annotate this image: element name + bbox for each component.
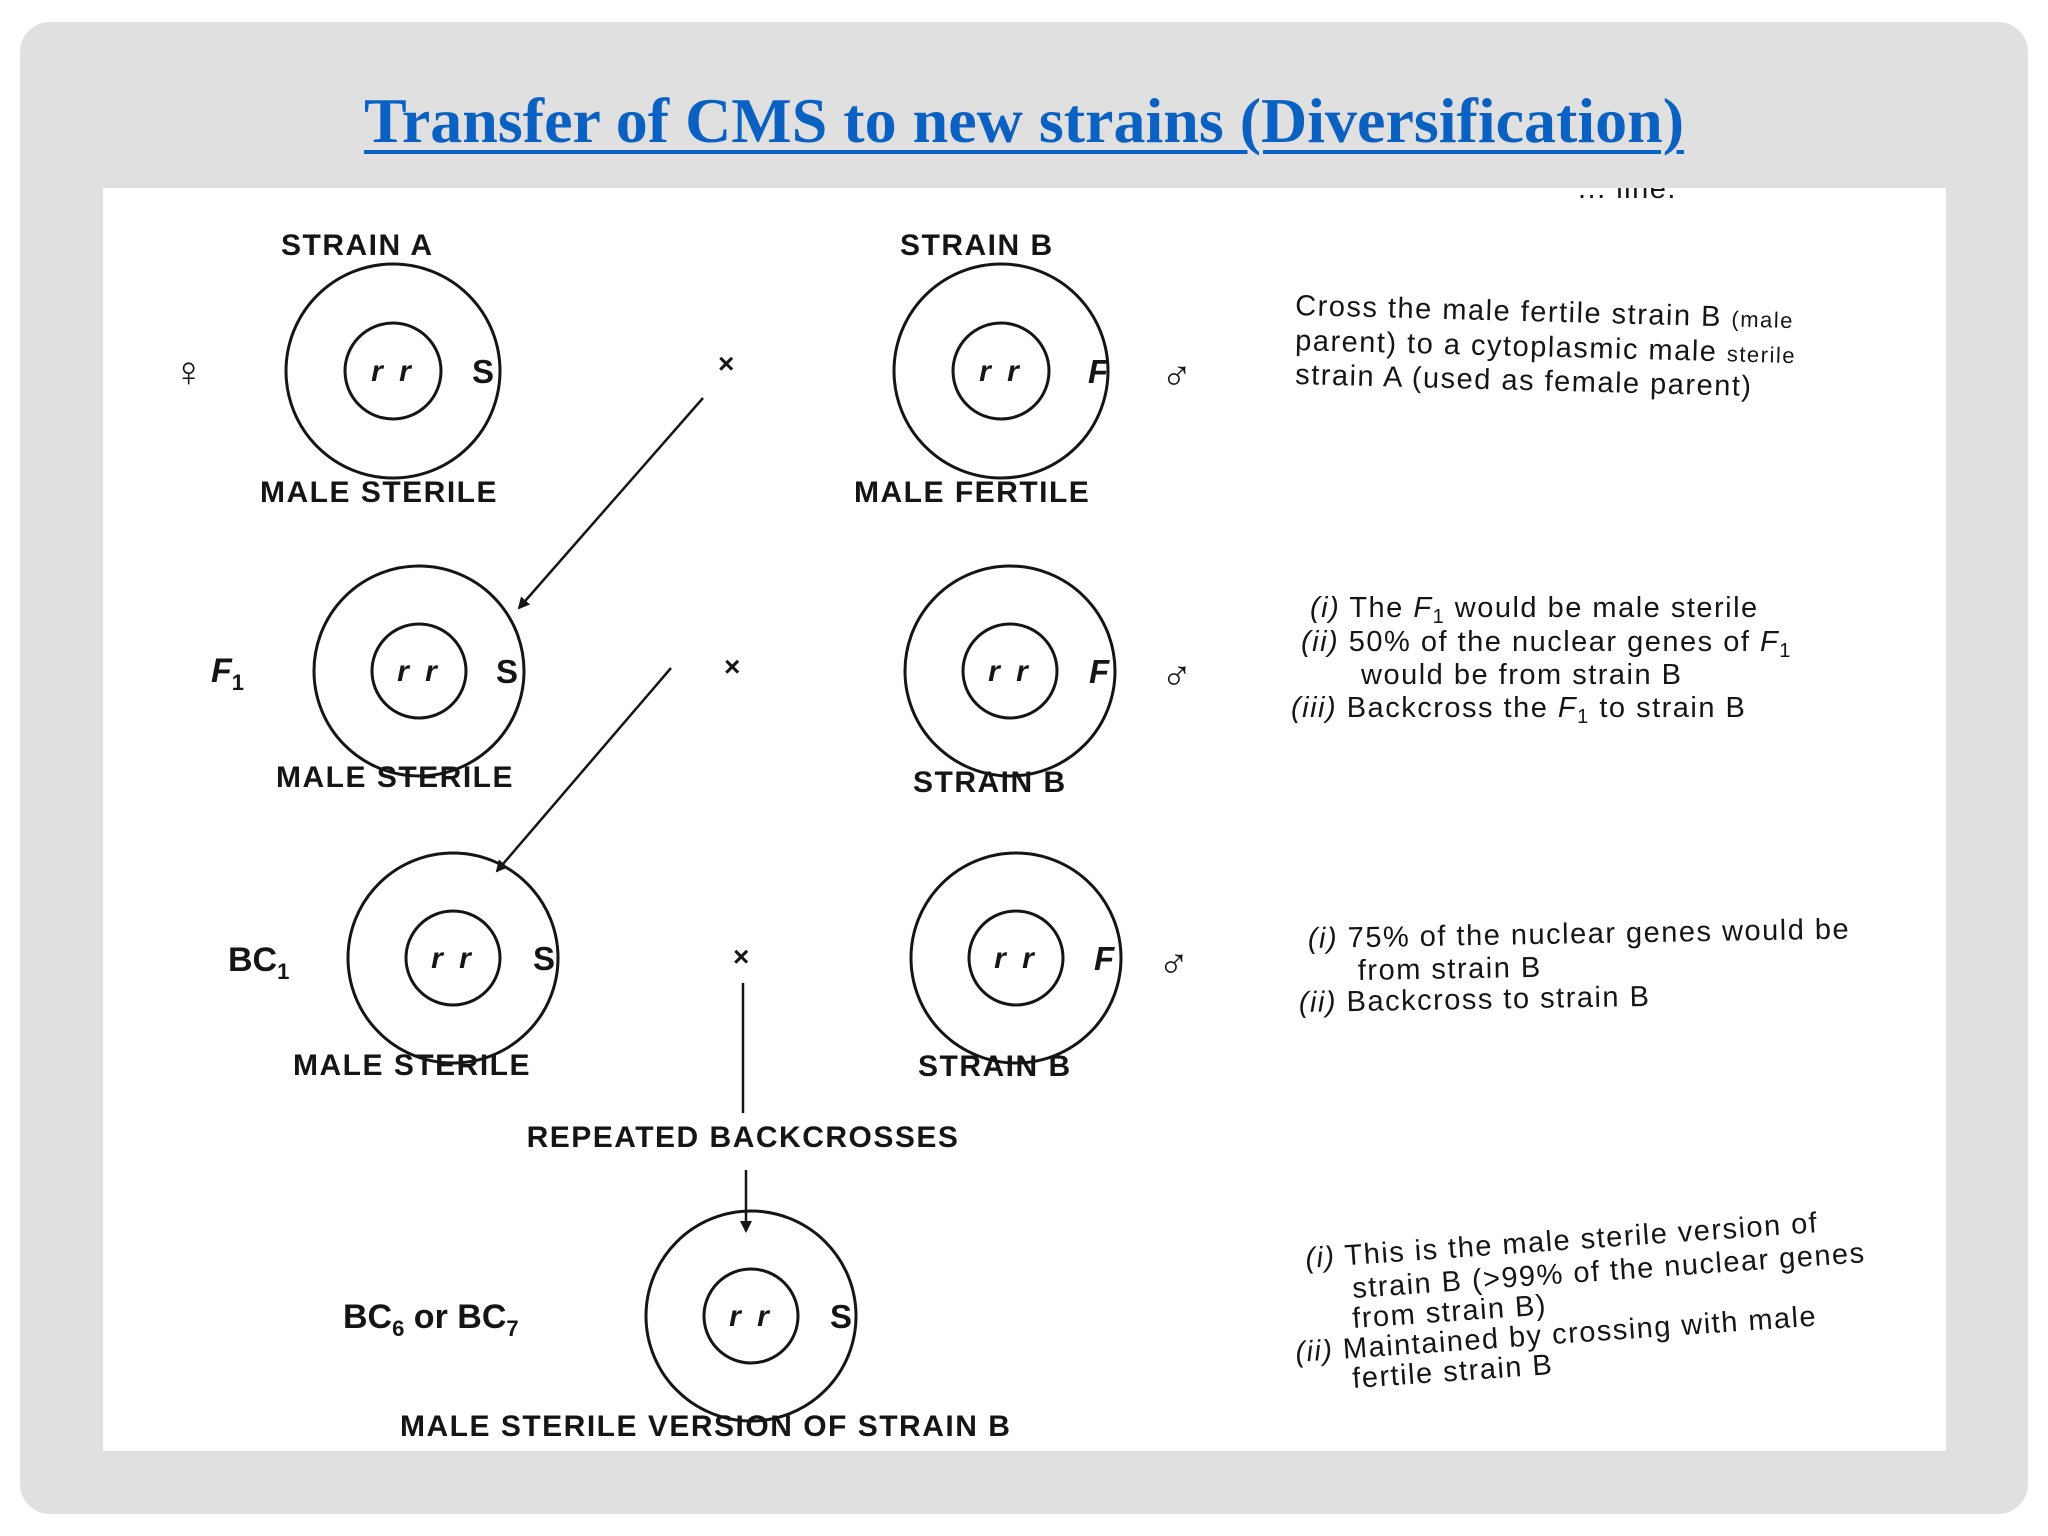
bc1-strain-b-cytoplasm: F: [1094, 940, 1115, 977]
female-symbol-icon: ♀: [173, 348, 205, 395]
row3-note-i-cont: from strain B: [1358, 952, 1542, 987]
bc1-nuclear-genotype: r r: [431, 942, 475, 975]
strain-a-caption: MALE STERILE: [260, 476, 498, 509]
strain-b-nuclear-genotype: r r: [979, 355, 1023, 388]
cross-symbol-2: ×: [724, 651, 740, 682]
final-cell: [644, 1209, 858, 1423]
f1-generation-label: F1: [211, 652, 244, 695]
f1-nuclear-genotype: r r: [397, 655, 441, 688]
f1-strain-b-nuclear-genotype: r r: [988, 655, 1032, 688]
final-cytoplasm: S: [830, 1298, 852, 1335]
bc6-bc7-generation-label: BC6 or BC7: [343, 1298, 519, 1341]
male-symbol-icon: ♂: [1161, 652, 1193, 699]
top-fragment: ... line.: [1578, 188, 1677, 205]
f1-nucleus: [370, 622, 468, 720]
final-nucleus: [702, 1267, 800, 1365]
strain-a-cytoplasm: S: [472, 353, 494, 390]
strain-a-heading: STRAIN A: [281, 229, 434, 262]
row2-note-ii-cont: would be from strain B: [1360, 659, 1683, 691]
strain-a-cell: [284, 262, 502, 480]
strain-b-cytoplasm: F: [1088, 353, 1109, 390]
row2-note-i: (i) The F1 would be male sterile: [1310, 592, 1759, 628]
bc1-strain-b-cell: [909, 851, 1123, 1065]
f1-strain-b-cell: [903, 564, 1117, 778]
cross-arrow-2: [495, 667, 672, 873]
row3-note-ii: (ii) Backcross to strain B: [1299, 981, 1651, 1019]
f1-strain-b-caption: STRAIN B: [913, 766, 1067, 799]
strain-b-caption: MALE FERTILE: [854, 476, 1090, 509]
cms-transfer-diagram: ... line. STRAIN A ♀ r r S MALE STERILE …: [173, 188, 1867, 1443]
row3-note-i: (i) 75% of the nuclear genes would be: [1308, 914, 1851, 955]
cross-arrow-1: [517, 397, 704, 610]
male-symbol-icon: ♂: [1161, 352, 1193, 399]
strain-a-nucleus: [343, 321, 443, 421]
final-nuclear-genotype: r r: [729, 1300, 773, 1333]
bc1-cytoplasm: S: [533, 940, 555, 977]
repeated-backcrosses-label: REPEATED BACKCROSSES: [527, 1121, 960, 1154]
cross-symbol-1: ×: [718, 348, 734, 379]
f1-caption: MALE STERILE: [276, 761, 514, 794]
final-caption: MALE STERILE VERSION OF STRAIN B: [400, 1410, 1011, 1443]
f1-strain-b-cytoplasm: F: [1089, 653, 1110, 690]
f1-cytoplasm: S: [496, 653, 518, 690]
bc1-strain-b-caption: STRAIN B: [918, 1050, 1072, 1083]
male-symbol-icon: ♂: [1158, 940, 1190, 987]
strain-b-heading: STRAIN B: [900, 229, 1054, 262]
diagram-panel: ... line. STRAIN A ♀ r r S MALE STERILE …: [103, 188, 1946, 1451]
bc1-strain-b-nucleus: [967, 909, 1065, 1007]
strain-a-nuclear-genotype: r r: [371, 355, 415, 388]
f1-strain-b-nucleus: [961, 622, 1059, 720]
bc1-nucleus: [404, 909, 502, 1007]
strain-b-cell: [892, 262, 1110, 480]
row2-note-iii: (iii) Backcross the F1 to strain B: [1291, 692, 1746, 728]
slide-title: Transfer of CMS to new strains (Diversif…: [363, 85, 1685, 156]
bc1-caption: MALE STERILE: [293, 1049, 531, 1082]
cross-symbol-3: ×: [733, 941, 749, 972]
f1-cell: [312, 564, 526, 778]
strain-b-nucleus: [951, 321, 1051, 421]
bc1-strain-b-nuclear-genotype: r r: [994, 942, 1038, 975]
bc1-cell: [346, 851, 560, 1065]
bc1-generation-label: BC1: [228, 941, 289, 984]
row2-note-ii: (ii) 50% of the nuclear genes of F1: [1301, 626, 1792, 662]
